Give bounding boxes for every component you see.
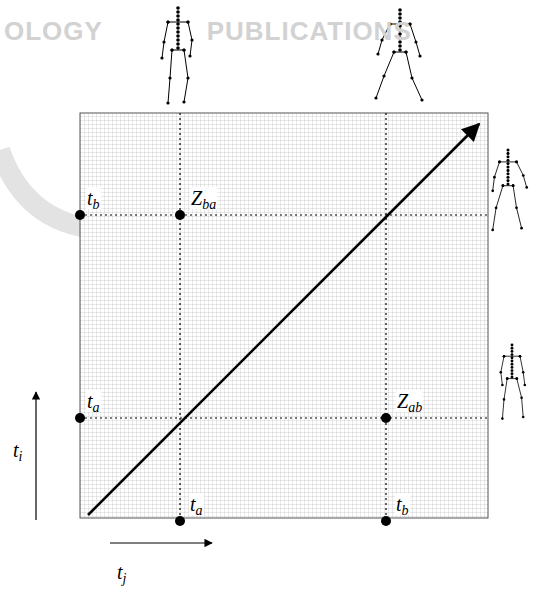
- matrix-grid: [80, 113, 488, 518]
- stick-figures: [160, 6, 528, 420]
- tj-axis-arrow: [110, 542, 212, 543]
- ti-axis-arrow: [35, 392, 36, 520]
- point-label: Zab: [396, 391, 423, 411]
- point-label: tb: [395, 494, 410, 514]
- point-label: tb: [86, 188, 101, 208]
- guide-lines: [80, 113, 488, 521]
- point-label: ta: [86, 391, 101, 411]
- axis-label: tj: [116, 562, 127, 582]
- point-label: Zba: [190, 188, 217, 208]
- point-label: ta: [189, 494, 204, 514]
- stick-figure: [500, 344, 527, 420]
- watermark: OLOGY PUBLICATIONS: [4, 16, 412, 47]
- axis-label: ti: [12, 440, 23, 460]
- matrix-ground: [80, 113, 488, 518]
- diagonal-arrow: [88, 124, 479, 515]
- stick-figure: [491, 148, 528, 231]
- point-dots: [75, 210, 391, 526]
